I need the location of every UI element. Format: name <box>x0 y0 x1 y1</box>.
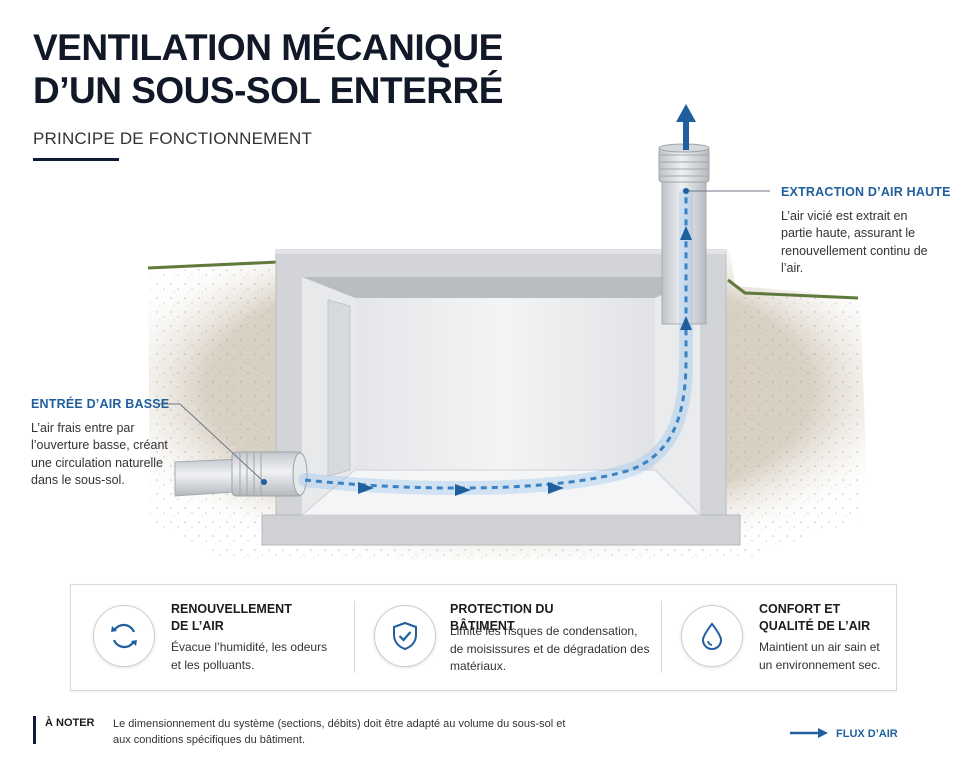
feature-renewal: RENOUVELLEMENT DE L’AIR Évacue l’humidit… <box>71 585 351 690</box>
feature-protection-title-1: PROTECTION DU BÂTIMENT <box>450 602 554 633</box>
benefits-panel: RENOUVELLEMENT DE L’AIR Évacue l’humidit… <box>70 584 897 691</box>
refresh-icon <box>111 623 137 649</box>
feature-renewal-title-2: DE L’AIR <box>171 619 224 633</box>
feature-divider-1 <box>354 601 355 673</box>
callout-leader-top <box>683 188 770 194</box>
feature-comfort-title-2: QUALITÉ DE L’AIR <box>759 619 871 633</box>
feature-protection: PROTECTION DU BÂTIMENT Limite les risque… <box>354 585 659 690</box>
page-title-line-1: VENTILATION MÉCANIQUE <box>33 27 503 68</box>
airflow-arrow-3 <box>548 482 564 494</box>
airflow-arrow-5 <box>680 226 692 240</box>
title-underline <box>33 158 119 161</box>
feature-protection-title: PROTECTION DU BÂTIMENT <box>450 601 620 635</box>
page-subtitle: PRINCIPE DE FONCTIONNEMENT <box>33 129 313 148</box>
note-text: Le dimensionnement du système (sections,… <box>113 718 566 746</box>
basement-diagram <box>147 104 870 560</box>
airflow-legend-arrow <box>790 728 828 738</box>
airflow-legend-label: FLUX D’AIR <box>836 728 898 740</box>
extraction-heading: EXTRACTION D’AIR HAUTE <box>781 185 951 199</box>
airflow-arrow-2 <box>455 484 471 496</box>
extraction-pipe <box>658 143 710 325</box>
inlet-callout: ENTRÉE D’AIR BASSE L’air frais entre par… <box>31 396 181 490</box>
grass-right <box>727 278 859 300</box>
concrete-structure <box>261 249 741 546</box>
shield-check-icon <box>393 621 417 651</box>
airflow-arrow-4 <box>680 316 692 330</box>
exhaust-arrow <box>676 104 696 122</box>
inlet-heading: ENTRÉE D’AIR BASSE <box>31 397 170 411</box>
feature-protection-text: Limite les risques de condensation, de m… <box>450 624 650 673</box>
feature-renewal-text: Évacue l’humidité, les odeurs et les pol… <box>171 640 328 672</box>
extraction-text: L’air vicié est extrait en partie haute,… <box>781 208 928 276</box>
feature-comfort-title: CONFORT ET QUALITÉ DE L’AIR <box>759 601 929 635</box>
feature-divider-2 <box>661 601 662 673</box>
page-title-line-2: D’UN SOUS-SOL ENTERRÉ <box>33 70 503 111</box>
airflow-arrow-1 <box>358 482 374 494</box>
note-label: À NOTER <box>45 717 95 729</box>
page-title: VENTILATION MÉCANIQUE D’UN SOUS-SOL ENTE… <box>33 26 503 112</box>
feature-renewal-badge <box>93 605 155 667</box>
extraction-callout: EXTRACTION D’AIR HAUTE L’air vicié est e… <box>781 184 951 278</box>
feature-renewal-title: RENOUVELLEMENT DE L’AIR <box>171 601 341 635</box>
note-marker <box>33 716 36 744</box>
airflow-path <box>298 120 693 496</box>
feature-comfort-title-1: CONFORT ET <box>759 602 841 616</box>
feature-comfort: CONFORT ET QUALITÉ DE L’AIR Maintient un… <box>661 585 896 690</box>
inlet-pipe <box>174 451 308 497</box>
inlet-text: L’air frais entre par l’ouverture basse,… <box>31 420 168 488</box>
callout-leader-left <box>158 403 267 485</box>
feature-protection-badge <box>374 605 436 667</box>
water-drop-icon <box>701 622 723 650</box>
feature-comfort-badge <box>681 605 743 667</box>
feature-renewal-title-1: RENOUVELLEMENT <box>171 602 292 616</box>
grass-left <box>147 260 279 270</box>
feature-comfort-text: Maintient un air sain et un environnemen… <box>759 640 881 672</box>
